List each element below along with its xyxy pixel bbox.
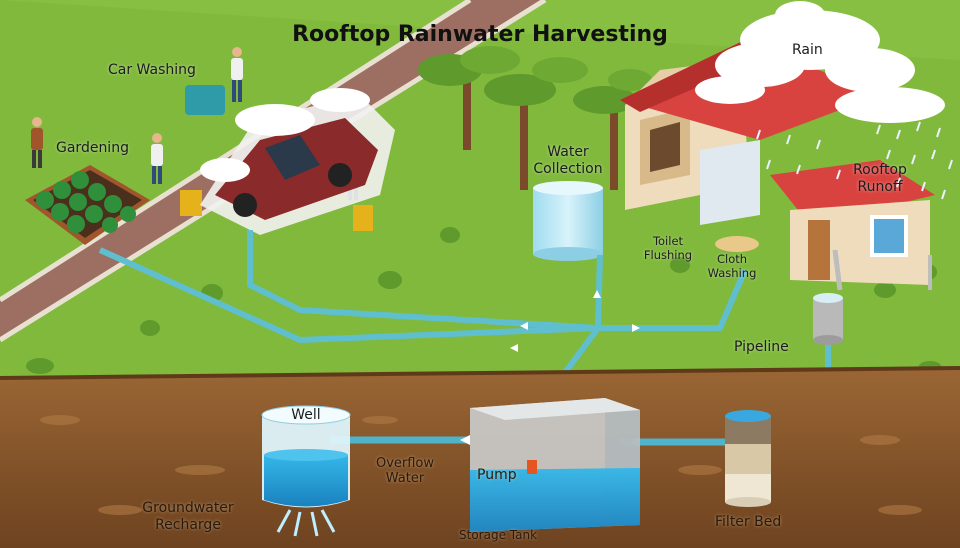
- well: [261, 405, 351, 537]
- label-overflow-water: Overflow Water: [375, 456, 435, 486]
- label-car-washing: Car Washing: [108, 62, 196, 78]
- page-title: Rooftop Rainwater Harvesting: [292, 22, 668, 47]
- label-rooftop-runoff: Rooftop Runoff: [853, 162, 907, 195]
- label-groundwater-recharge: Groundwater Recharge: [142, 500, 234, 533]
- garden-bed: [25, 165, 150, 245]
- label-storage-tank: Storage Tank: [459, 528, 538, 542]
- label-filter-bed: Filter Bed: [715, 514, 782, 530]
- label-well: Well: [291, 407, 321, 423]
- storage-tank: [470, 398, 640, 532]
- filter-bed: [725, 410, 771, 507]
- label-toilet-flushing: Toilet Flushing: [643, 234, 693, 262]
- trees: [418, 46, 652, 190]
- pipeline-filter: [813, 293, 843, 345]
- rain-cloud: [695, 1, 953, 200]
- label-pipeline: Pipeline: [734, 339, 789, 355]
- pipe-arrows: [510, 290, 640, 352]
- label-pump: Pump: [477, 467, 517, 483]
- label-water-collection: Water Collection: [533, 144, 603, 177]
- water-collection-tank: [533, 181, 603, 261]
- label-cloth-washing: Cloth Washing: [707, 252, 757, 280]
- label-gardening: Gardening: [56, 140, 129, 156]
- car: [200, 88, 395, 235]
- label-rain: Rain: [792, 42, 823, 58]
